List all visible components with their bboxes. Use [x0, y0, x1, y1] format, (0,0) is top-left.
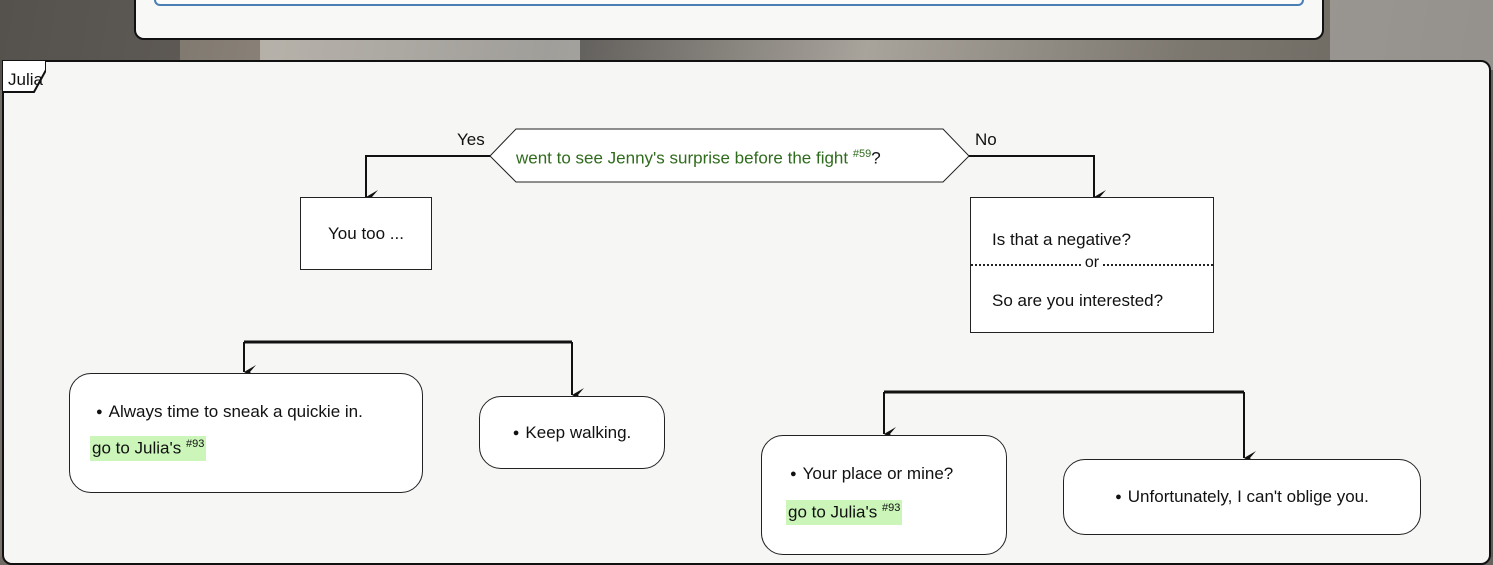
option-text: Keep walking. [513, 423, 631, 443]
condition-text: went to see Jenny's surprise before the … [516, 148, 849, 168]
no-statement-a: Is that a negative? [992, 230, 1131, 249]
swimlane-tab [2, 60, 46, 93]
goto-link[interactable]: go to Julia's #93 [786, 500, 903, 525]
option-text: Your place or mine? [790, 464, 954, 484]
decision-condition: went to see Jenny's surprise before the … [516, 148, 881, 169]
goto-ref: #93 [881, 502, 901, 514]
yes-connector [365, 155, 490, 204]
goto-text: go to Julia's [788, 502, 878, 522]
question-mark: ? [871, 148, 881, 168]
yes-statement-box: You too ... [300, 197, 432, 270]
choice-option[interactable]: Unfortunately, I can't oblige you. [1063, 459, 1421, 535]
goto-link[interactable]: go to Julia's #93 [90, 436, 207, 461]
or-label: or [1080, 254, 1104, 272]
no-statement-b: So are you interested? [992, 291, 1164, 310]
goto-ref: #93 [185, 438, 205, 450]
choice-option[interactable]: Keep walking. [479, 396, 665, 469]
goto-text: go to Julia's [92, 438, 182, 458]
previous-lane-inner-bar [154, 0, 1304, 6]
swimlane-label: Julia [8, 70, 43, 89]
no-connector [969, 155, 1106, 204]
yes-statement-text: You too ... [328, 223, 404, 243]
option-text: Always time to sneak a quickie in. [96, 402, 363, 422]
condition-ref: #59 [852, 148, 872, 160]
choice-option[interactable]: Always time to sneak a quickie in. go to… [69, 373, 423, 493]
no-statement-box: Is that a negative? or So are you intere… [970, 197, 1214, 333]
yes-label: Yes [457, 130, 485, 149]
previous-lane-card [134, 0, 1324, 40]
choice-option[interactable]: Your place or mine? go to Julia's #93 [761, 435, 1007, 555]
no-label: No [975, 130, 997, 149]
option-text: Unfortunately, I can't oblige you. [1115, 487, 1369, 507]
background-shape [1330, 0, 1493, 70]
